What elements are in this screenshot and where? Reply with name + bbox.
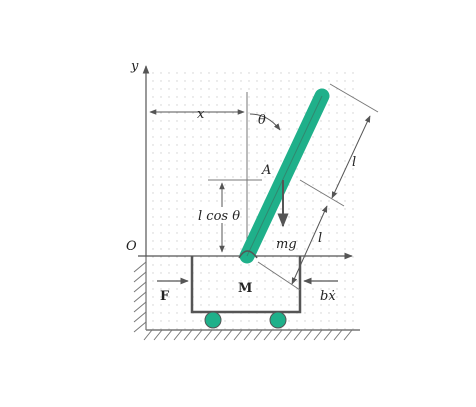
lower-l-dimension (291, 205, 328, 285)
gravity-label: mg (276, 237, 297, 252)
y-axis-label: y (130, 59, 139, 74)
pivot-joint (238, 250, 258, 259)
lcos-label-bg (196, 207, 238, 223)
point-a-label: A (261, 163, 271, 178)
left-wall (133, 256, 147, 333)
origin-label: O (126, 239, 137, 254)
upper-extension-bottom (299, 179, 345, 207)
damping-label: bẋ (320, 289, 336, 304)
pendulum-rod-outline (246, 95, 323, 257)
right-wheel (269, 311, 287, 329)
theta-label: θ (258, 113, 266, 128)
force-label: F (160, 289, 170, 304)
lcos-label: l cos θ (198, 209, 240, 224)
x-label: x (197, 107, 205, 122)
upper-extension-top (329, 83, 379, 113)
lower-extension-bottom (257, 261, 301, 291)
lower-l-label: l (318, 231, 322, 246)
cart-mass-label: M (238, 281, 252, 296)
theta-arc (249, 113, 281, 131)
left-wheel (204, 311, 222, 329)
ground (143, 329, 360, 341)
upper-l-dimension (331, 115, 371, 199)
upper-l-label: l (352, 155, 356, 170)
